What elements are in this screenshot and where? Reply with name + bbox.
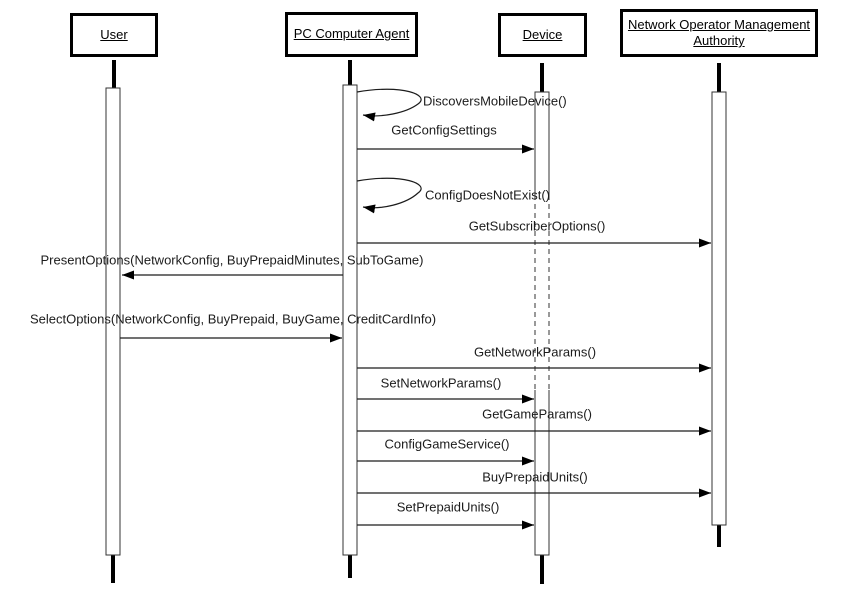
actor-network-operator-label: Network Operator Management Authority [627, 16, 811, 48]
self-message-discovers-mobile-device [356, 88, 422, 122]
actor-user-label: User [100, 26, 128, 42]
activation-bar-device-bottom [534, 390, 550, 556]
activation-bar-user [105, 87, 121, 556]
message-label-get-game-params: GetGameParams() [482, 406, 592, 422]
actor-pc-computer-agent-label: PC Computer Agent [293, 26, 410, 42]
message-label-get-subscriber-options: GetSubscriberOptions() [468, 218, 606, 234]
self-message-config-does-not-exist [356, 177, 422, 214]
actor-device: Device [498, 13, 587, 57]
actor-pc-computer-agent: PC Computer Agent [285, 12, 418, 57]
message-label-set-prepaid-units: SetPrepaidUnits() [396, 499, 500, 515]
actor-network-operator-management-authority: Network Operator Management Authority [620, 9, 818, 57]
message-label-discovers-mobile-device: DiscoversMobileDevice() [423, 93, 567, 109]
message-label-get-network-params: GetNetworkParams() [473, 344, 597, 360]
message-label-config-does-not-exist: ConfigDoesNotExist() [425, 187, 550, 203]
message-label-present-options: PresentOptions(NetworkConfig, BuyPrepaid… [40, 252, 424, 268]
message-label-select-options: SelectOptions(NetworkConfig, BuyPrepaid,… [29, 311, 437, 327]
message-label-set-network-params: SetNetworkParams() [380, 375, 502, 391]
actor-user: User [70, 13, 158, 57]
actor-device-label: Device [522, 26, 563, 42]
activation-bar-device [535, 92, 549, 555]
activation-bar-network-operator [711, 91, 727, 526]
message-label-buy-prepaid-units: BuyPrepaidUnits() [482, 469, 588, 485]
activation-bar-device-top [534, 91, 550, 195]
activation-bar-pc-computer-agent [342, 84, 358, 556]
message-label-get-config-settings: GetConfigSettings [391, 122, 497, 138]
message-label-config-game-service: ConfigGameService() [384, 436, 510, 452]
